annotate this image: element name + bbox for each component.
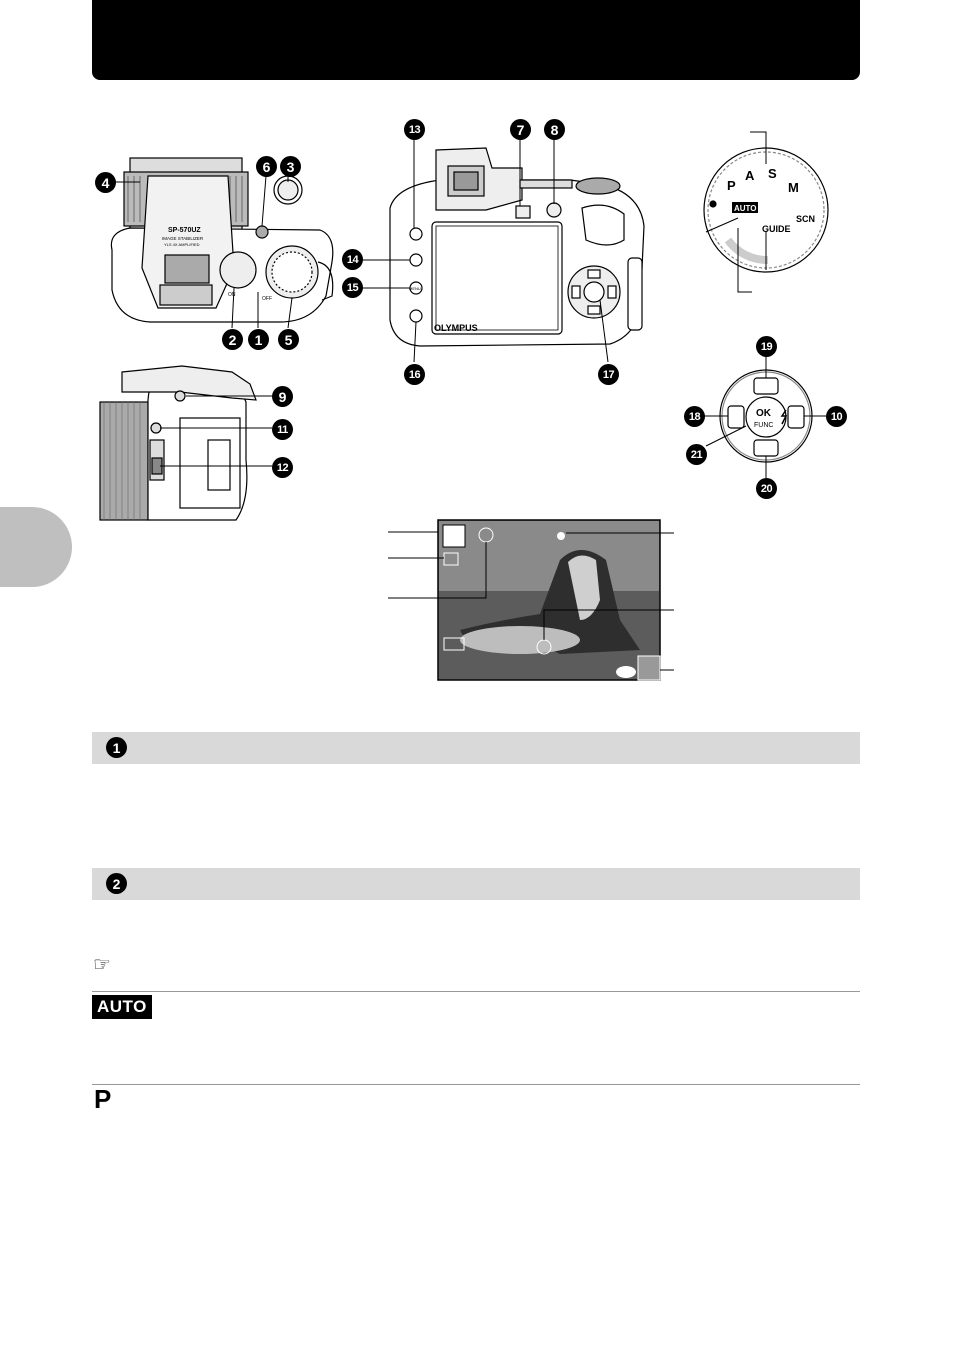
camera-top-view: [110, 157, 334, 323]
callout-18: 18: [684, 406, 705, 427]
callout-10: 10: [826, 406, 847, 427]
mode-dial-m: M: [788, 180, 799, 195]
callout-17: 17: [598, 364, 619, 385]
callout-8: 8: [544, 119, 565, 140]
lens-label: YLS 4X AMPLIFIED: [164, 242, 200, 247]
power-off-label: OFF: [262, 296, 272, 302]
p-mode-rule: [92, 1084, 860, 1085]
section-1-number: 1: [106, 737, 127, 758]
callout-21: 21: [686, 444, 707, 465]
mode-dial-a: A: [745, 168, 755, 183]
callout-15: 15: [342, 277, 363, 298]
callout-2: 2: [222, 329, 243, 350]
power-on-label: ON: [228, 292, 236, 298]
callout-14: 14: [342, 249, 363, 270]
callout-16: 16: [404, 364, 425, 385]
mode-dial-auto: AUTO: [734, 204, 757, 213]
mode-dial-scn: SCN: [796, 214, 815, 224]
arrow-pad: [719, 369, 813, 463]
page-header-bar: [92, 0, 860, 80]
callout-6: 6: [256, 156, 277, 177]
lcd-screen-photo: [437, 519, 661, 681]
callout-3: 3: [280, 156, 301, 177]
section-1-bar: 1: [92, 732, 860, 764]
callout-7: 7: [510, 119, 531, 140]
callout-4: 4: [95, 172, 116, 193]
model-label: SP-570UZ: [168, 227, 201, 234]
menu-button-label: MENU: [409, 286, 421, 291]
auto-mode-rule: [92, 991, 860, 992]
callout-12: 12: [272, 457, 293, 478]
section-2-number: 2: [106, 873, 127, 894]
pad-func-label: FUNC: [754, 422, 773, 429]
pointing-hand-icon: ☞: [93, 954, 111, 976]
chapter-side-tab: [0, 507, 72, 587]
callout-5: 5: [278, 329, 299, 350]
mode-dial: [703, 147, 829, 273]
mode-dial-p: P: [727, 178, 736, 193]
callout-9: 9: [272, 386, 293, 407]
callout-13: 13: [404, 119, 425, 140]
camera-back-view: [389, 147, 645, 347]
callout-1: 1: [248, 329, 269, 350]
mode-dial-labels: P A S M SCN GUIDE AUTO: [727, 166, 815, 234]
section-2-bar: 2: [92, 868, 860, 900]
back-brand-label: OLYMPUS: [434, 323, 478, 333]
callout-19: 19: [756, 336, 777, 357]
camera-side-view: [99, 365, 257, 521]
mode-dial-s: S: [768, 166, 777, 181]
callout-11: 11: [272, 419, 293, 440]
stabilizer-label: IMAGE STABILIZER: [162, 236, 204, 241]
mode-dial-guide: GUIDE: [762, 224, 791, 234]
callout-20: 20: [756, 478, 777, 499]
p-mode-label: P: [94, 1084, 112, 1114]
pad-ok-label: OK: [756, 408, 772, 419]
auto-mode-badge: AUTO: [92, 995, 152, 1019]
